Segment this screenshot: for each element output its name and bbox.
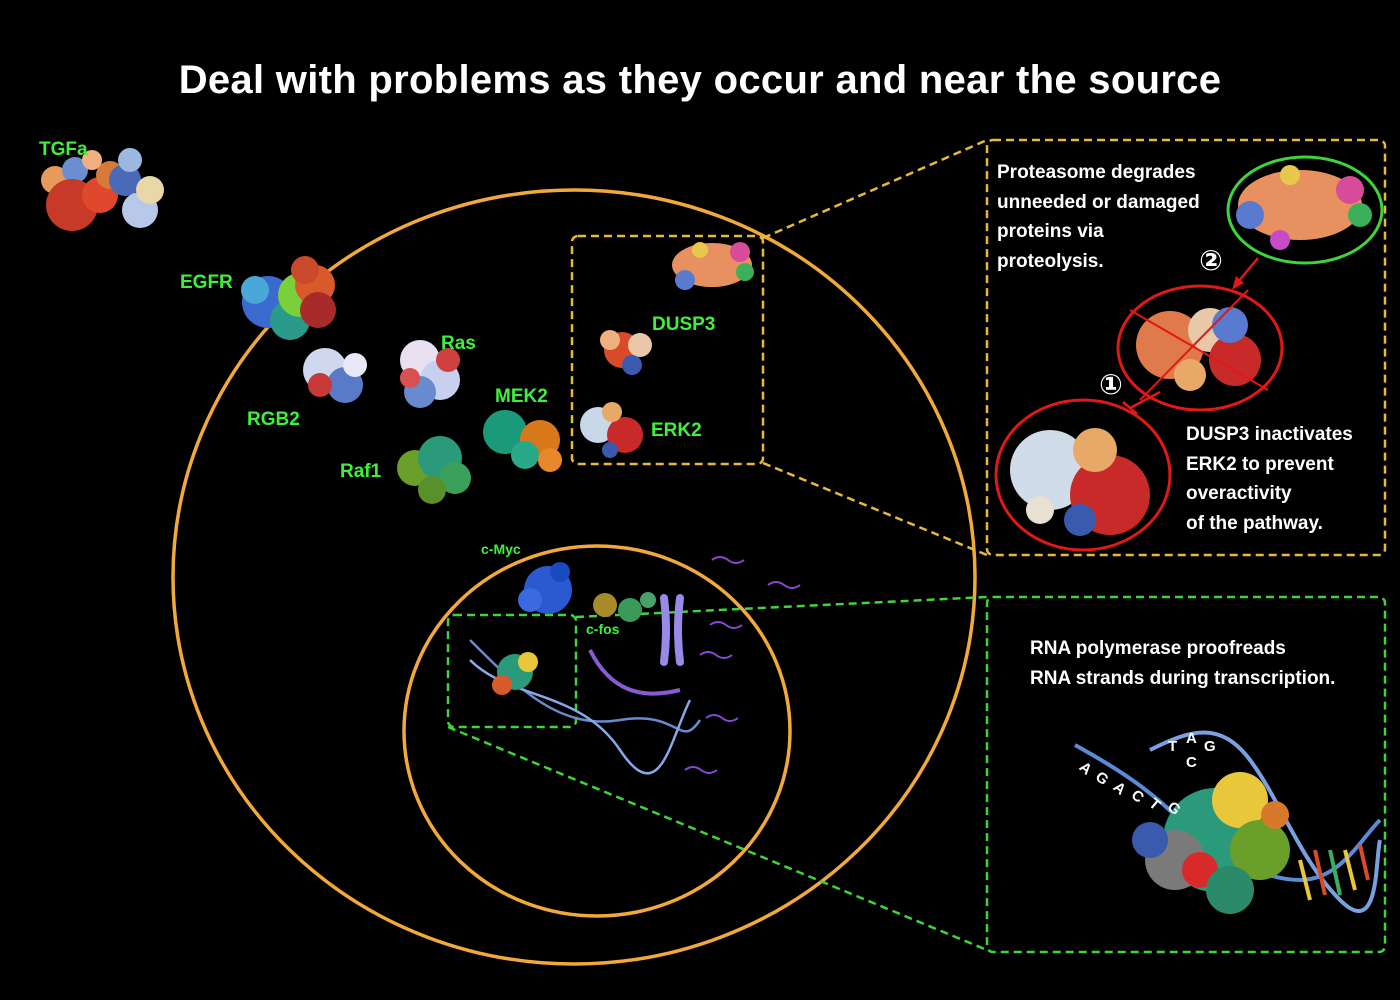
label-egfr: EGFR bbox=[180, 272, 233, 293]
rna-polymerase-large bbox=[1074, 730, 1382, 914]
base-letter: G bbox=[1204, 738, 1216, 755]
mrna-strands bbox=[684, 556, 801, 774]
base-letter: C bbox=[1186, 754, 1197, 771]
chromosome bbox=[660, 594, 684, 666]
zoom-connector-bottom bbox=[762, 461, 988, 557]
degraded-erk2-protein bbox=[1136, 307, 1261, 391]
proteasome-large bbox=[1236, 165, 1372, 250]
inhibition-1 bbox=[1129, 390, 1161, 410]
cross-line-1 bbox=[1129, 309, 1269, 391]
raf1-protein bbox=[397, 436, 471, 504]
base-letter: G bbox=[1163, 798, 1184, 819]
rgb2-protein bbox=[303, 348, 367, 403]
proteasome-green-circle bbox=[1226, 155, 1384, 265]
label-rgb2: RGB2 bbox=[247, 409, 300, 430]
dusp3-erk2-complex bbox=[1010, 428, 1150, 536]
nucleus-membrane bbox=[402, 544, 792, 918]
base-letter: T bbox=[1145, 795, 1164, 814]
bases-top: T A C G bbox=[1168, 730, 1248, 780]
cmyc-protein bbox=[518, 562, 572, 614]
label-dusp3: DUSP3 bbox=[652, 314, 716, 335]
rna-polymerase-small bbox=[492, 652, 538, 695]
cell-membrane bbox=[171, 188, 977, 966]
ras-protein bbox=[400, 340, 460, 408]
label-cfos: c-fos bbox=[586, 621, 620, 637]
step-2-marker: ② bbox=[1199, 245, 1223, 276]
label-raf1: Raf1 bbox=[340, 461, 382, 482]
label-mek2: MEK2 bbox=[495, 386, 548, 407]
dusp3-erk2-zoom-box bbox=[570, 234, 765, 466]
base-letter: G bbox=[1091, 768, 1112, 789]
zoom-connector-top bbox=[762, 138, 988, 240]
base-letter: A bbox=[1186, 730, 1197, 747]
egfr-protein bbox=[241, 256, 336, 340]
arrow-2 bbox=[1237, 257, 1259, 283]
polymerase-zoom-box bbox=[446, 613, 578, 729]
cross-line-2 bbox=[1139, 289, 1249, 401]
label-ras: Ras bbox=[441, 333, 476, 354]
label-tgfa: TGFa bbox=[39, 139, 88, 160]
label-erk2: ERK2 bbox=[651, 420, 702, 441]
proteasome-small bbox=[672, 242, 754, 290]
erk2-protein bbox=[580, 402, 643, 458]
inhibition-1-bar bbox=[1122, 401, 1138, 415]
base-letter: T bbox=[1168, 738, 1178, 755]
dusp3-description: DUSP3 inactivates ERK2 to prevent overac… bbox=[1186, 424, 1353, 534]
mek2-protein bbox=[483, 410, 562, 472]
polymerase-connector-bottom bbox=[447, 725, 988, 952]
step-1-marker: ① bbox=[1099, 369, 1123, 400]
dusp3-erk2-circle bbox=[994, 398, 1172, 552]
base-letter: C bbox=[1127, 786, 1148, 807]
dna-rungs-large bbox=[1298, 844, 1370, 901]
proteasome-description: Proteasome degrades unneeded or damaged … bbox=[997, 162, 1200, 272]
tgfa-protein bbox=[41, 148, 164, 231]
polymerase-description: RNA polymerase proofreads RNA strands du… bbox=[1030, 638, 1336, 689]
proteasome-panel bbox=[985, 138, 1387, 557]
polymerase-panel bbox=[985, 595, 1387, 954]
degraded-erk2-circle bbox=[1116, 284, 1284, 412]
polymerase-connector-top bbox=[575, 595, 988, 619]
label-cmyc: c-Myc bbox=[481, 541, 521, 557]
cfos-protein bbox=[593, 592, 656, 622]
page-title: Deal with problems as they occur and nea… bbox=[178, 58, 1222, 102]
arrow-2-head bbox=[1232, 276, 1244, 290]
dusp3-protein bbox=[600, 330, 652, 375]
base-letter: A bbox=[1109, 778, 1130, 799]
